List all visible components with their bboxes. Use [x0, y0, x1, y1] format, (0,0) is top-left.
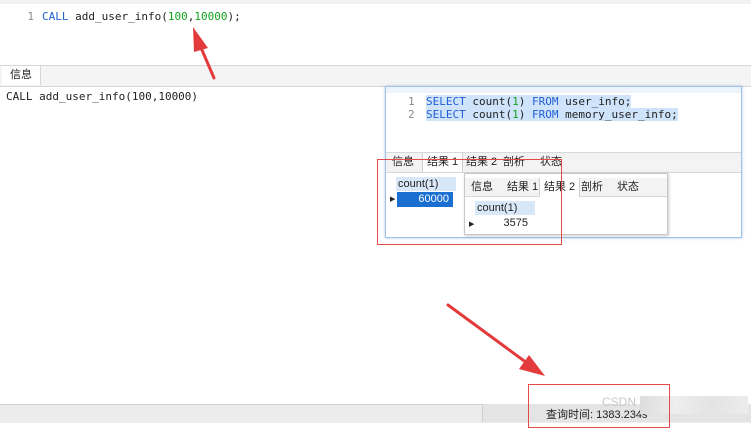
- row-pointer-icon: ▶: [390, 196, 396, 203]
- code-token: count(: [465, 108, 513, 121]
- row-pointer-icon: ▶: [469, 221, 475, 228]
- code-line[interactable]: SELECT count(1) FROM memory_user_info;: [426, 108, 678, 121]
- tab-status[interactable]: 状态: [617, 181, 639, 193]
- func-name: add_user_info(: [68, 10, 168, 23]
- column-header[interactable]: count(1): [475, 201, 535, 215]
- nested-tab-bar: 信息 结果 1 结果 2 剖析 状态: [465, 178, 667, 197]
- annotation-arrow-icon: [193, 27, 216, 80]
- code-line[interactable]: SELECT count(1) FROM user_info;: [426, 95, 632, 108]
- message-output: CALL add_user_info(100,10000): [6, 90, 199, 103]
- line-number: 1: [408, 95, 415, 108]
- keyword-select: SELECT: [426, 95, 466, 108]
- query-time: 查询时间: 1383.234s: [546, 409, 648, 421]
- tab-result-1[interactable]: 结果 1: [507, 181, 539, 193]
- grid-cell[interactable]: 60000: [397, 192, 453, 207]
- tab-profile[interactable]: 剖析: [581, 181, 603, 193]
- arg-1: 100: [167, 10, 188, 23]
- tab-info[interactable]: 信息: [2, 66, 41, 85]
- line-number: 2: [408, 108, 415, 121]
- code-token: count(: [465, 95, 513, 108]
- nested-result-window: 信息 结果 1 结果 2 剖析 状态 count(1) ▶ 3575: [464, 173, 668, 235]
- keyword-from: FROM: [531, 108, 559, 121]
- annotation-box: [377, 159, 562, 245]
- code-token: ): [518, 108, 532, 121]
- code-token: ): [518, 95, 532, 108]
- code-line[interactable]: CALL add_user_info(100,10000);: [42, 10, 241, 23]
- code-number: 1: [512, 95, 519, 108]
- overlay-tab-bar: 信息 结果 1 结果 2 剖析 状态: [386, 152, 741, 173]
- result-tab-bar: [0, 65, 751, 87]
- keyword-from: FROM: [531, 95, 559, 108]
- arg-2: 10000: [194, 10, 228, 23]
- annotation-arrow-icon: [446, 303, 545, 376]
- code-number: 1: [512, 108, 519, 121]
- code-token: user_info;: [558, 95, 632, 108]
- sql-editor[interactable]: 1 CALL add_user_info(100,10000);: [0, 4, 751, 65]
- code-suffix: );: [227, 10, 241, 23]
- keyword-select: SELECT: [426, 108, 466, 121]
- keyword-call: CALL: [42, 10, 69, 23]
- overlay-toolbar: [386, 87, 741, 93]
- column-header[interactable]: count(1): [396, 177, 456, 191]
- watermark: CSDN: [602, 395, 637, 409]
- comma: ,: [187, 10, 195, 23]
- tab-info[interactable]: 信息: [471, 181, 493, 193]
- blurred-region: [640, 396, 748, 414]
- tab-result-2[interactable]: 结果 2: [539, 178, 581, 197]
- grid-cell[interactable]: 3575: [503, 217, 528, 229]
- code-token: memory_user_info;: [558, 108, 678, 121]
- line-number: 1: [27, 10, 34, 23]
